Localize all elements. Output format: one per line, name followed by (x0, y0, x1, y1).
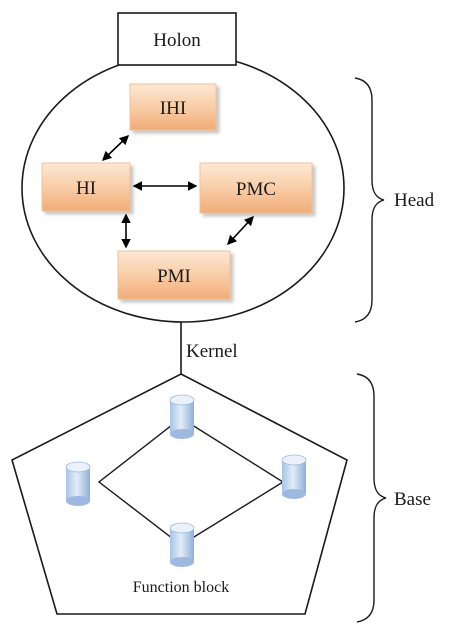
arrow-pmc-pmi (227, 215, 254, 246)
database-icon-top (169, 394, 195, 439)
database-icon-bottom (169, 522, 195, 567)
arrow-hi-ihi (101, 135, 130, 161)
base-label: Base (394, 489, 431, 510)
head-label: Head (394, 190, 435, 211)
database-icon-right (281, 454, 307, 499)
pmi-label: PMI (157, 266, 191, 287)
ihi-label: IHI (160, 98, 186, 119)
pmi-module: PMI (117, 250, 231, 300)
holon-label: Holon (153, 30, 201, 51)
holon-box: Holon (117, 12, 237, 66)
base-pentagon (11, 373, 348, 615)
pmc-module: PMC (199, 162, 313, 214)
ihi-module: IHI (129, 83, 217, 131)
base-brace (356, 373, 387, 623)
head-brace (354, 77, 385, 323)
hi-label: HI (76, 178, 96, 199)
function-block-label: Function block (133, 579, 229, 596)
pmc-label: PMC (236, 179, 276, 200)
database-icon-left (65, 461, 91, 506)
kernel-label: Kernel (186, 341, 238, 362)
hi-module: HI (41, 162, 131, 212)
